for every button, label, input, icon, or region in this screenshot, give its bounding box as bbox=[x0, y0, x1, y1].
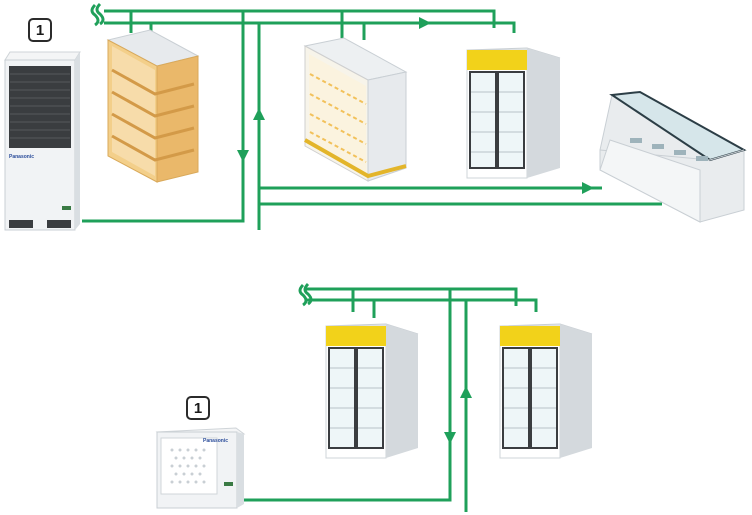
system-number-badge: 1 bbox=[186, 396, 210, 420]
serve-over-counter bbox=[599, 90, 747, 223]
glass-door-cooler bbox=[325, 323, 419, 459]
pipe-break-symbol bbox=[298, 282, 313, 307]
outdoor-unit-compact: Panasonic bbox=[155, 427, 246, 509]
open-shelf-rack bbox=[106, 29, 200, 183]
open-multideck-case bbox=[303, 37, 408, 182]
system-number-badge: 1 bbox=[28, 18, 52, 42]
outdoor-unit-large: Panasonic bbox=[4, 51, 81, 231]
pipework-bottom bbox=[244, 287, 538, 512]
glass-door-cooler bbox=[499, 323, 593, 459]
pipe-break-symbol bbox=[90, 2, 105, 27]
system-1-top: 1 Panasonic bbox=[4, 2, 747, 231]
pipework-top bbox=[82, 9, 662, 230]
brand-logo: Panasonic bbox=[9, 154, 34, 160]
brand-logo: Panasonic bbox=[203, 438, 228, 444]
glass-door-cooler bbox=[466, 47, 561, 179]
system-2-bottom: 1 Panasonic bbox=[155, 282, 593, 512]
